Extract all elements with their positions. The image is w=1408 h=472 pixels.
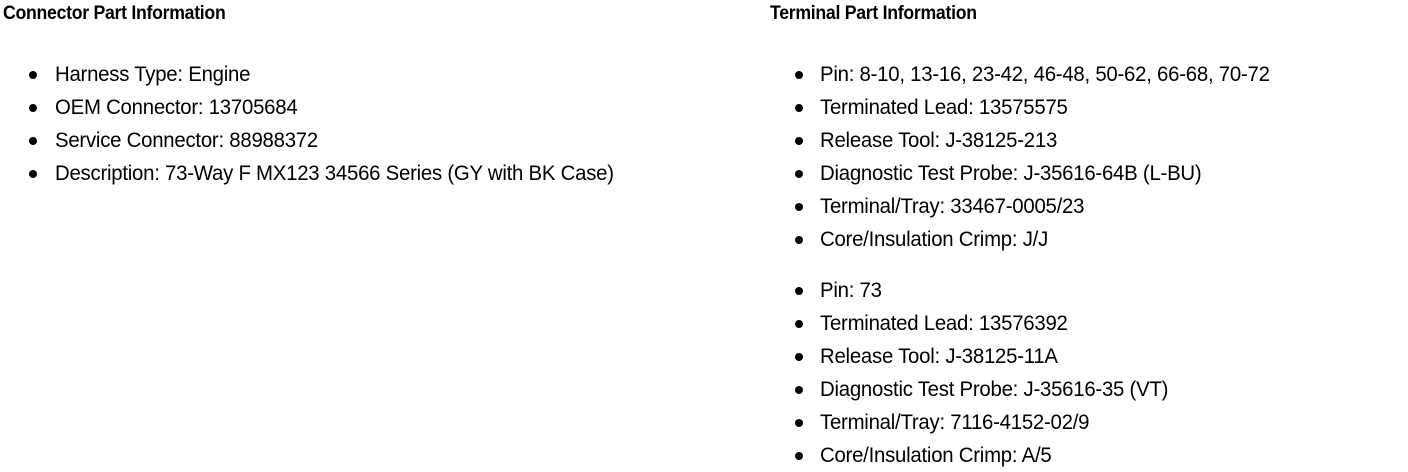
bullet-point-icon bbox=[29, 137, 37, 145]
connector-item-text: Description: 73-Way F MX123 34566 Series… bbox=[55, 162, 614, 185]
bullet-point-icon bbox=[795, 170, 803, 178]
connector-item-text: Service Connector: 88988372 bbox=[55, 129, 318, 152]
terminal-item-text: Terminal/Tray: 7116-4152-02/9 bbox=[820, 411, 1090, 434]
list-item: Harness Type: Engine bbox=[3, 58, 763, 91]
bullet-point-icon bbox=[795, 287, 803, 295]
list-item: Diagnostic Test Probe: J-35616-64B (L-BU… bbox=[770, 157, 1406, 190]
terminal-item-text: Terminal/Tray: 33467-0005/23 bbox=[820, 195, 1085, 218]
list-item: Service Connector: 88988372 bbox=[3, 124, 763, 157]
terminal-item-text: Pin: 8-10, 13-16, 23-42, 46-48, 50-62, 6… bbox=[820, 63, 1270, 86]
terminal-item-text: Core/Insulation Crimp: A/5 bbox=[820, 444, 1052, 467]
connector-part-information-column: Connector Part Information Harness Type:… bbox=[3, 0, 763, 190]
list-item: Release Tool: J-38125-11A bbox=[770, 340, 1406, 373]
bullet-point-icon bbox=[29, 71, 37, 79]
list-item: Terminal/Tray: 7116-4152-02/9 bbox=[770, 406, 1406, 439]
connector-item-text: Harness Type: Engine bbox=[55, 63, 251, 86]
terminal-item-text: Terminated Lead: 13575575 bbox=[820, 96, 1068, 119]
list-item: Terminated Lead: 13576392 bbox=[770, 307, 1406, 340]
bullet-point-icon bbox=[795, 203, 803, 211]
terminal-section-heading: Terminal Part Information bbox=[770, 3, 977, 24]
bullet-point-icon bbox=[29, 170, 37, 178]
bullet-point-icon bbox=[795, 137, 803, 145]
terminal-part-information-column: Terminal Part Information Pin: 8-10, 13-… bbox=[770, 0, 1406, 472]
terminal-part-list-group-1: Pin: 8-10, 13-16, 23-42, 46-48, 50-62, 6… bbox=[770, 58, 1406, 256]
list-item: Pin: 8-10, 13-16, 23-42, 46-48, 50-62, 6… bbox=[770, 58, 1406, 91]
list-item: Terminated Lead: 13575575 bbox=[770, 91, 1406, 124]
connector-item-text: OEM Connector: 13705684 bbox=[55, 96, 298, 119]
terminal-item-text: Release Tool: J-38125-213 bbox=[820, 129, 1058, 152]
list-item: OEM Connector: 13705684 bbox=[3, 91, 763, 124]
list-item: Description: 73-Way F MX123 34566 Series… bbox=[3, 157, 763, 190]
list-item: Release Tool: J-38125-213 bbox=[770, 124, 1406, 157]
connector-section-heading: Connector Part Information bbox=[3, 3, 226, 24]
terminal-item-text: Core/Insulation Crimp: J/J bbox=[820, 228, 1049, 251]
bullet-point-icon bbox=[795, 320, 803, 328]
terminal-item-text: Diagnostic Test Probe: J-35616-64B (L-BU… bbox=[820, 162, 1202, 185]
bullet-point-icon bbox=[795, 353, 803, 361]
list-item: Terminal/Tray: 33467-0005/23 bbox=[770, 190, 1406, 223]
bullet-point-icon bbox=[795, 71, 803, 79]
bullet-point-icon bbox=[795, 104, 803, 112]
bullet-point-icon bbox=[29, 104, 37, 112]
terminal-item-text: Pin: 73 bbox=[820, 279, 882, 302]
bullet-point-icon bbox=[795, 419, 803, 427]
bullet-point-icon bbox=[795, 452, 803, 460]
list-item: Diagnostic Test Probe: J-35616-35 (VT) bbox=[770, 373, 1406, 406]
list-item: Pin: 73 bbox=[770, 274, 1406, 307]
list-item: Core/Insulation Crimp: J/J bbox=[770, 223, 1406, 256]
terminal-item-text: Diagnostic Test Probe: J-35616-35 (VT) bbox=[820, 378, 1169, 401]
list-item: Core/Insulation Crimp: A/5 bbox=[770, 439, 1406, 472]
terminal-item-text: Release Tool: J-38125-11A bbox=[820, 345, 1058, 368]
bullet-point-icon bbox=[795, 236, 803, 244]
bullet-point-icon bbox=[795, 386, 803, 394]
terminal-item-text: Terminated Lead: 13576392 bbox=[820, 312, 1068, 335]
